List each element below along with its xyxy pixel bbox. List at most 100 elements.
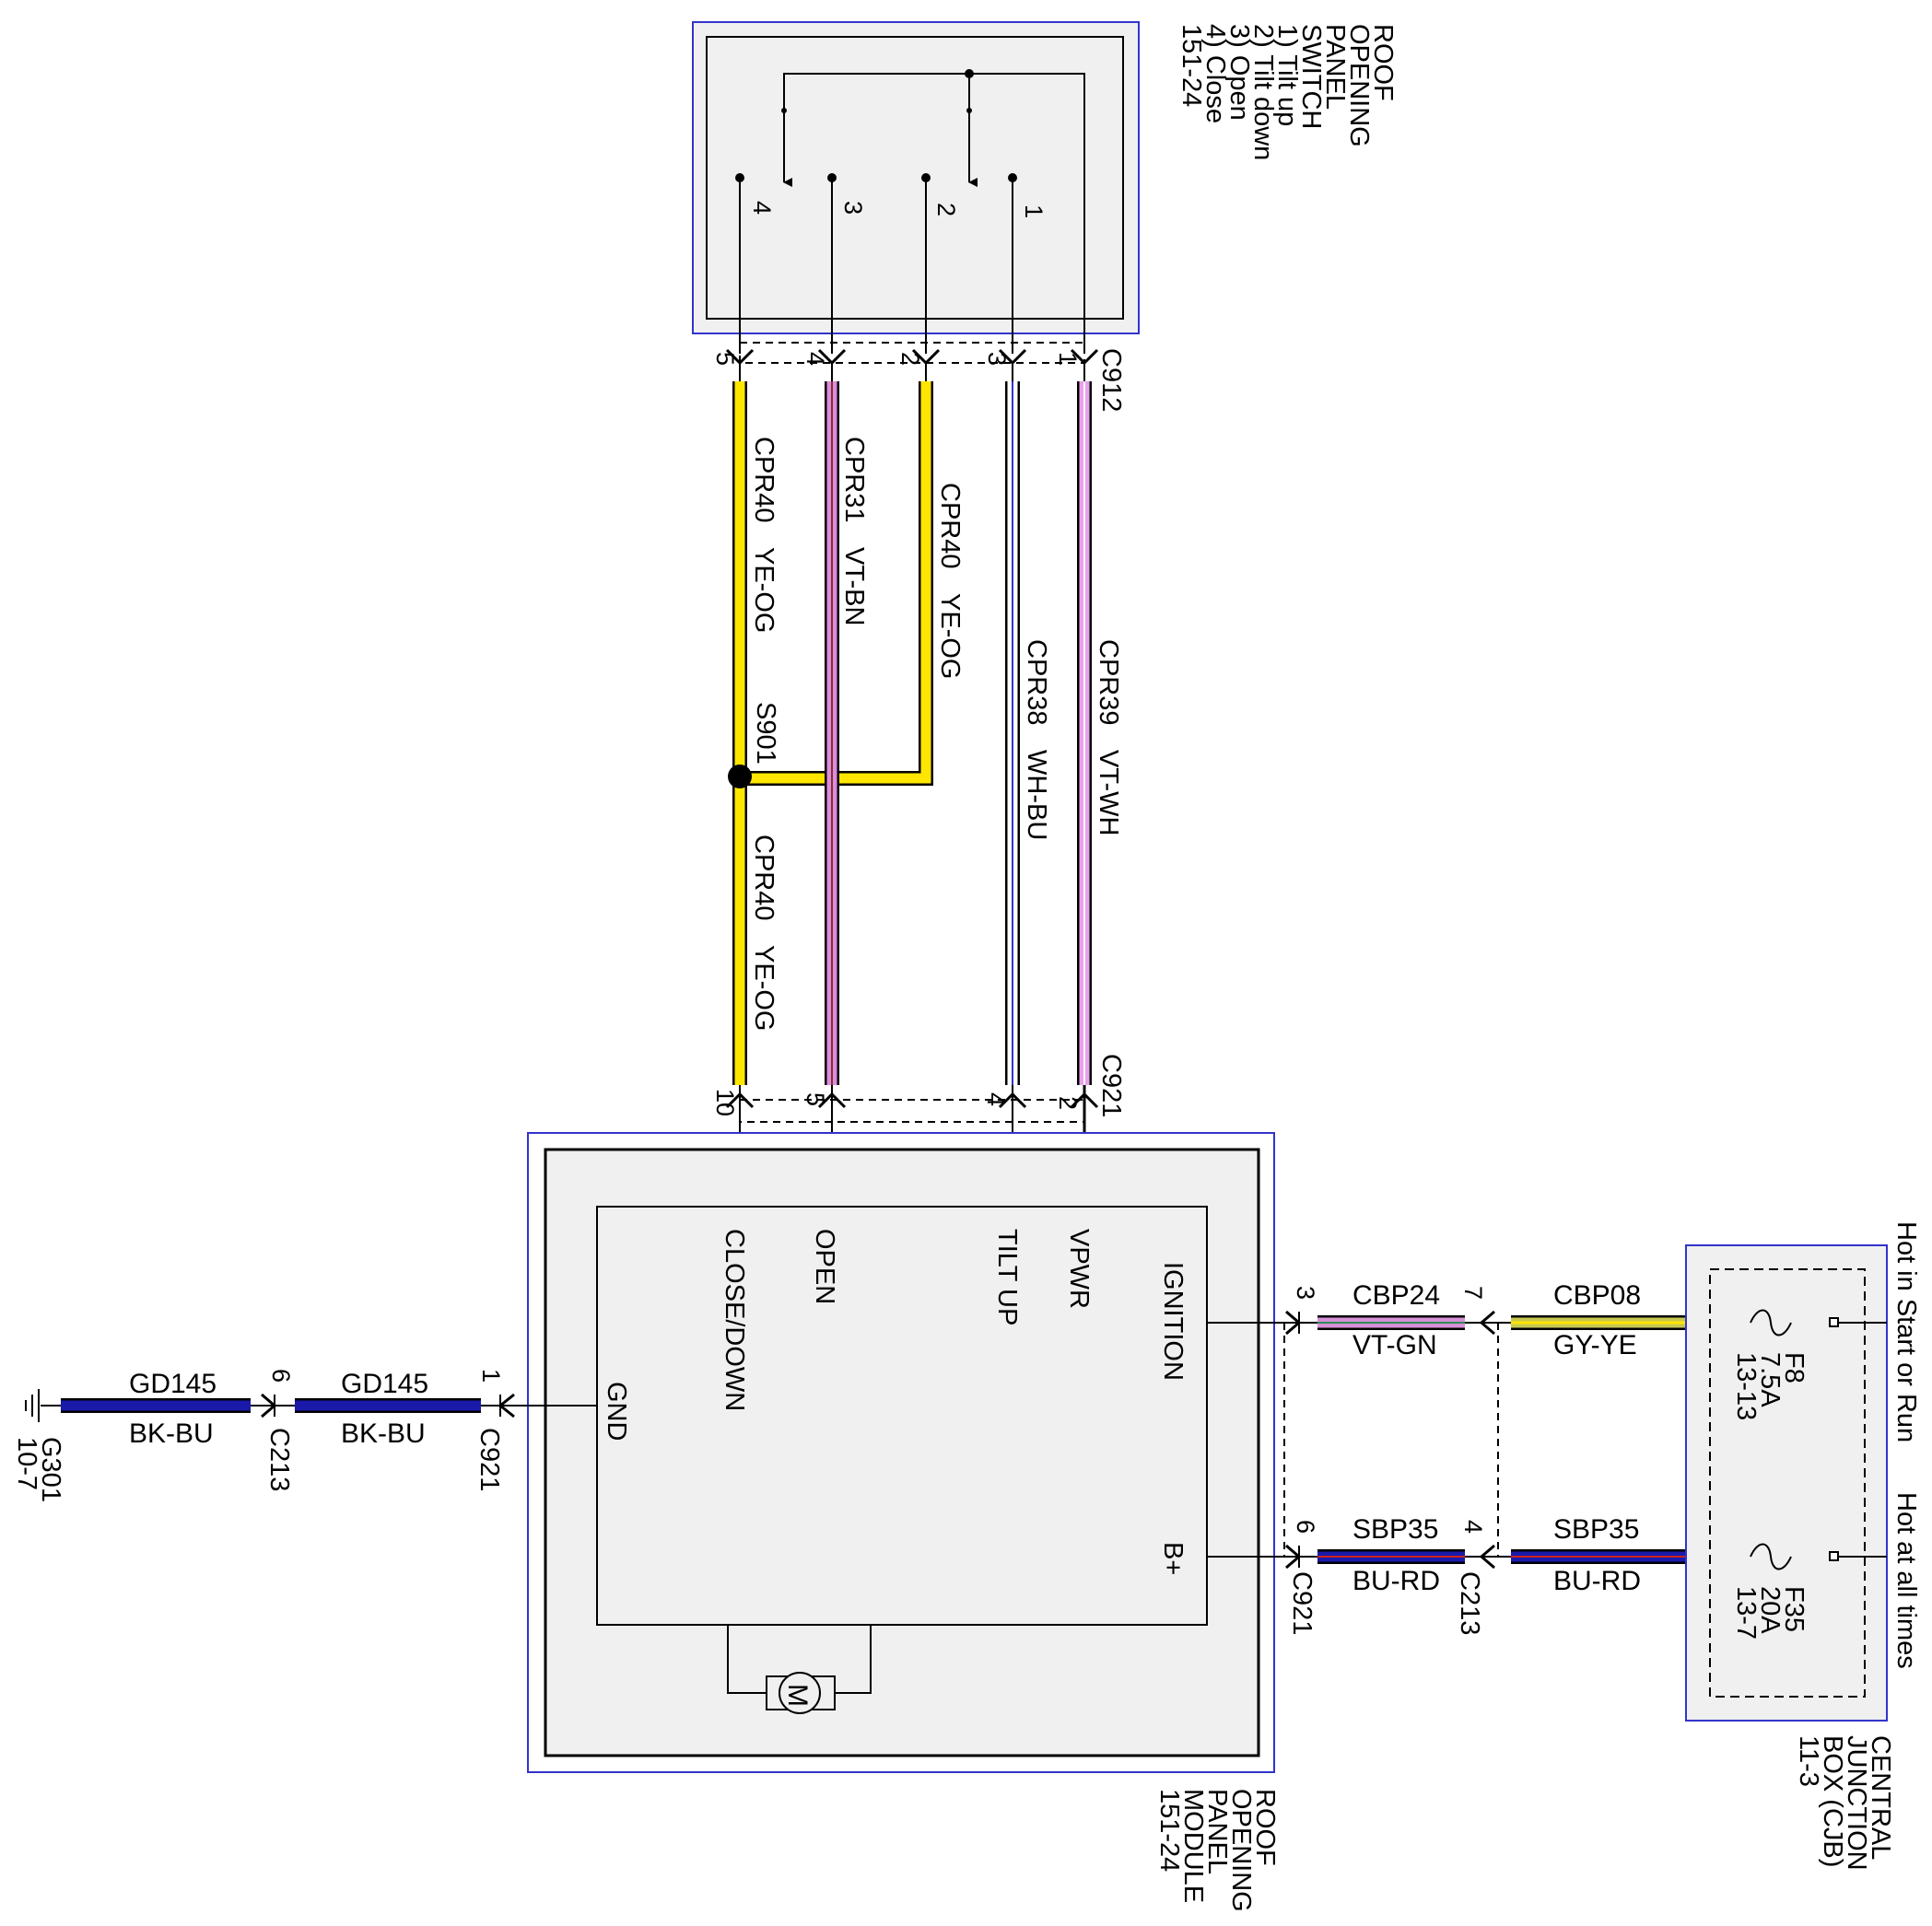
fuse-f35-line: 20A	[1755, 1586, 1785, 1634]
switch-terminal-2: 2	[932, 203, 960, 216]
c912-label: C912	[1096, 348, 1126, 412]
connector-c912: 5 4 2 3 1 C912	[711, 342, 1126, 412]
switch-terminal-3: 3	[839, 201, 867, 215]
c921-pin: 6	[1292, 1520, 1319, 1534]
c921-pin: 5	[802, 1092, 829, 1106]
splice-s901: S901	[728, 702, 780, 788]
module-pin-ignition: IGNITION	[1158, 1262, 1188, 1381]
wire-circuit-label: CPR31	[839, 437, 869, 523]
switch-title-line: SWITCH	[1296, 24, 1326, 129]
switch-title-line: 1) Tilt up	[1272, 24, 1302, 126]
c912-pin: 5	[711, 352, 739, 366]
module-pin-tilt-up: TILT UP	[992, 1229, 1022, 1325]
wire-color-label: BU-RD	[1352, 1566, 1440, 1596]
cjb-title-line: CENTRAL	[1866, 1735, 1895, 1860]
fuse-f35-line: F35	[1779, 1586, 1809, 1632]
module-title-line: OPENING	[1226, 1789, 1256, 1912]
module-title-line: 151-24	[1154, 1789, 1184, 1872]
c912-pin: 4	[802, 352, 829, 366]
power-circuits: CBP24 VT-GN CBP08 GY-YE SBP35 BU-RD SBP3…	[1207, 1280, 1830, 1635]
feed-hot-in-start-or-run: Hot in Start or Run	[1891, 1221, 1921, 1442]
ground-ref: 10-7	[12, 1437, 41, 1490]
c213-pin: 4	[1459, 1520, 1487, 1534]
cjb-title-line: 11-3	[1794, 1735, 1823, 1787]
ground-icon	[25, 1389, 40, 1422]
switch-title-line: 3) Open	[1224, 24, 1254, 121]
c921-pin: 10	[711, 1089, 739, 1116]
c912-pin: 2	[896, 352, 924, 366]
module-title-line: MODULE	[1178, 1789, 1208, 1903]
wire-circuit-label: CPR40	[749, 437, 779, 523]
c921-label: C921	[474, 1428, 504, 1491]
switch-terminal-4: 4	[748, 201, 776, 215]
ground-name: G301	[36, 1437, 65, 1502]
wire-color-label: BU-RD	[1553, 1566, 1641, 1596]
vertical-wires	[732, 363, 1092, 1085]
c213-label: C213	[264, 1428, 294, 1491]
module-pin-close-down: CLOSE/DOWN	[720, 1229, 749, 1411]
c921-pin: 4	[982, 1092, 1010, 1106]
wire-color-label: YE-OG	[749, 547, 779, 633]
switch-title-line: 151-24	[1177, 24, 1206, 107]
cjb-title: CENTRAL JUNCTION BOX (CJB) 11-3	[1794, 1735, 1895, 1871]
wire-circuit-label: GD145	[341, 1369, 428, 1399]
c912-pin: 1	[1054, 352, 1082, 366]
switch-title-line: PANEL	[1320, 24, 1350, 110]
c921-label: C921	[1096, 1054, 1126, 1117]
switch-title-line: ROOF	[1368, 24, 1398, 101]
wire-circuit-label: SBP35	[1553, 1514, 1639, 1545]
fuse-f8-line: 7.5A	[1755, 1352, 1785, 1407]
wire-color-label: VT-GN	[1352, 1330, 1437, 1360]
switch-component: 4 3 2 1 ROOF OPENING PANEL SWITCH 1) Til…	[692, 21, 1398, 354]
wire-labels-vertical: CPR40 YE-OG CPR31 VT-BN CPR40 YE-OG CPR3…	[749, 437, 1123, 1031]
module-title-line: PANEL	[1202, 1789, 1232, 1874]
cjb-component: F8 7.5A 13-13 F35 20A 13-7 Hot in Start …	[1685, 1221, 1921, 1871]
wire-circuit-label: CPR40	[935, 483, 965, 569]
ground-label: G301 10-7	[12, 1437, 65, 1502]
module-pin-vpwr: VPWR	[1064, 1229, 1094, 1309]
wire-circuit-label: SBP35	[1352, 1514, 1438, 1545]
motor-label: M	[782, 1684, 813, 1707]
wire-color-label: VT-BN	[839, 547, 869, 625]
fuse-f8-line: F8	[1779, 1352, 1809, 1383]
wire-color-label: VT-WH	[1094, 750, 1123, 835]
c912-pin: 3	[983, 352, 1011, 366]
fuse-f35-line: 13-7	[1731, 1586, 1761, 1640]
switch-title-line: 4) Close	[1200, 24, 1230, 123]
ground-circuit: GD145 BK-BU GD145 BK-BU 6 C213 1 C921 G3…	[12, 1369, 597, 1502]
wire-circuit-label: CBP08	[1553, 1280, 1641, 1311]
fuse-f8-label: F8 7.5A 13-13	[1731, 1352, 1809, 1420]
cjb-title-line: BOX (CJB)	[1818, 1735, 1847, 1867]
c921-pin: 1	[477, 1369, 505, 1383]
switch-title-line: OPENING	[1344, 24, 1374, 147]
module-title: ROOF OPENING PANEL MODULE 151-24	[1154, 1789, 1280, 1912]
feed-hot-at-all-times: Hot at all times	[1891, 1492, 1921, 1669]
motor-icon: M	[766, 1672, 836, 1714]
wire-circuit-label: CPR38	[1022, 639, 1051, 726]
wire-color-label: WH-BU	[1022, 750, 1051, 840]
fuse-f35-label: F35 20A 13-7	[1731, 1586, 1809, 1640]
module-pin-open: OPEN	[810, 1229, 839, 1304]
c921-pin: 3	[1292, 1286, 1319, 1300]
wire-circuit-label: CBP24	[1352, 1280, 1440, 1311]
module-pin-bplus: B+	[1158, 1542, 1188, 1575]
c213-pin: 7	[1459, 1286, 1487, 1300]
fuse-f8-line: 13-13	[1731, 1352, 1761, 1420]
switch-title: ROOF OPENING PANEL SWITCH 1) Tilt up 2) …	[1177, 24, 1398, 160]
module-title-line: ROOF	[1250, 1789, 1280, 1866]
c213-label: C213	[1455, 1571, 1484, 1635]
c921-label: C921	[1287, 1571, 1317, 1635]
c213-pin: 6	[267, 1369, 295, 1383]
wire-circuit-label: CPR39	[1094, 639, 1123, 726]
switch-title-line: 2) Tilt down	[1248, 24, 1278, 160]
wire-color-label: BK-BU	[341, 1418, 426, 1449]
module-component: M CLOSE/DOWN OPEN TILT UP VPWR IGNITION …	[527, 1132, 1280, 1912]
cjb-title-line: JUNCTION	[1842, 1735, 1871, 1871]
module-pin-gnd: GND	[602, 1382, 631, 1441]
wire-color-label: BK-BU	[129, 1418, 214, 1449]
c921-pin: 2	[1054, 1096, 1082, 1110]
splice-label: S901	[751, 702, 780, 765]
wire-circuit-label: GD145	[129, 1369, 217, 1399]
wire-color-label: YE-OG	[935, 593, 965, 679]
